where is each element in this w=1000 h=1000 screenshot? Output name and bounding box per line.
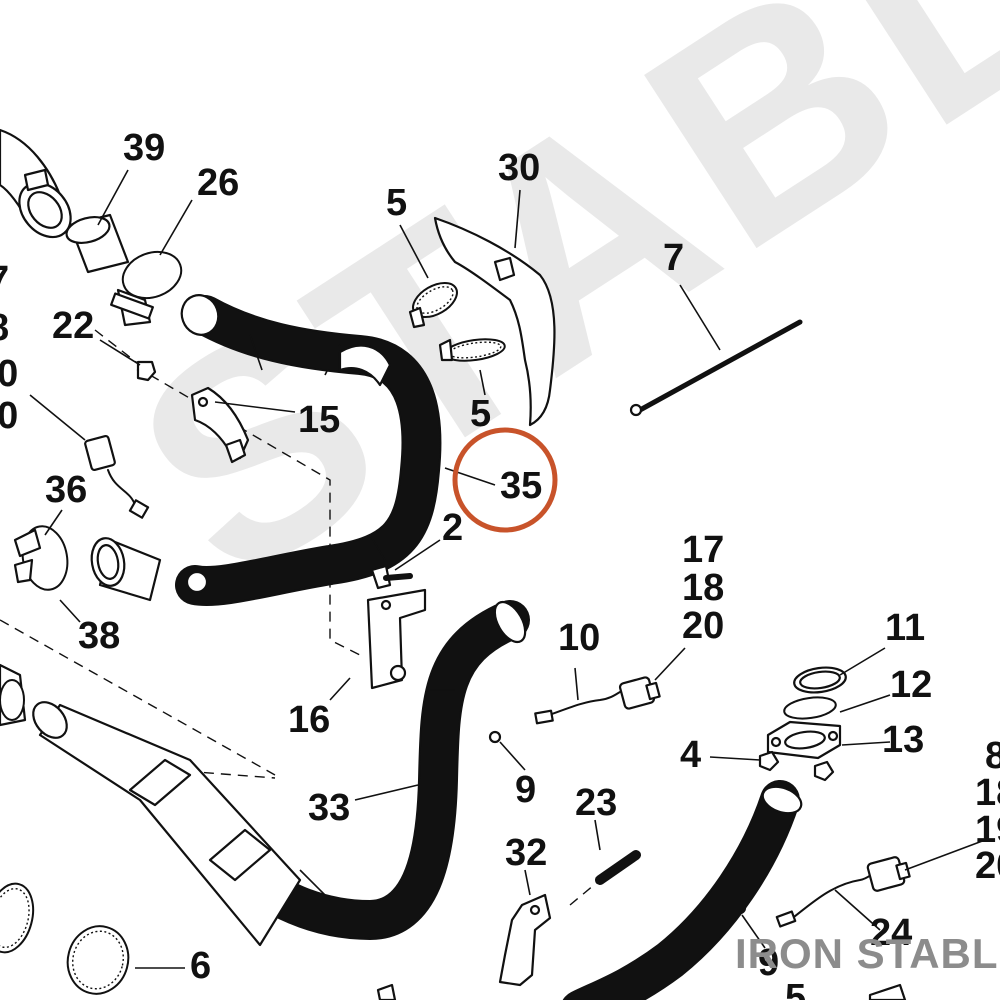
callout-18-edge: 18	[975, 772, 1000, 814]
top-left-pipe	[0, 128, 72, 239]
leader-lines	[44, 169, 986, 949]
callout-24: 24	[870, 912, 912, 954]
callout-10-edge-2: 10	[0, 395, 18, 437]
callout-18: 18	[682, 567, 724, 609]
part-7-cable-tie	[629, 319, 803, 417]
callout-30: 30	[498, 147, 540, 189]
callout-5: 5	[386, 182, 407, 224]
part-26-clamp	[110, 250, 183, 327]
left-clamp-stub	[0, 663, 27, 727]
callout-10-edge: 10	[0, 353, 18, 395]
callout-32: 32	[505, 832, 547, 874]
callout-11: 11	[885, 607, 925, 649]
part-24-sensor	[775, 856, 911, 928]
callout-17: 17	[682, 529, 724, 571]
part-22-bolt	[136, 360, 157, 382]
callout-10: 10	[558, 617, 600, 659]
part-2-bolt	[370, 564, 413, 590]
callout-5-lower: 5	[470, 393, 491, 435]
callout-22: 22	[52, 305, 94, 347]
part-23-stud	[595, 850, 641, 885]
part-6-clamps	[0, 882, 185, 995]
bottom-fragments	[376, 983, 907, 1000]
callout-35: 35	[500, 465, 542, 507]
part-39-sleeve	[65, 213, 130, 274]
callout-20-edge: 20	[975, 845, 1000, 887]
callout-36: 36	[45, 469, 87, 511]
part-12-ring	[783, 696, 837, 720]
part-11-gasket	[793, 666, 847, 694]
callout-9-lower: 9	[758, 942, 779, 984]
brand-watermark: IRON STABLE	[735, 930, 1000, 977]
part-4-nuts	[758, 750, 835, 782]
mid-pipe	[32, 701, 302, 947]
callout-7-edge: 7	[0, 259, 9, 301]
callout-4: 4	[680, 734, 701, 776]
callout-2: 2	[442, 507, 463, 549]
part-30-heat-shield	[433, 216, 556, 427]
callout-20: 20	[682, 605, 724, 647]
lower-right-pipe	[562, 780, 803, 1000]
part-32-bracket	[498, 893, 552, 987]
part-13-flange	[766, 720, 842, 760]
callout-23: 23	[575, 782, 617, 824]
callout-33: 33	[308, 787, 350, 829]
callout-38: 38	[78, 615, 120, 657]
callout-39: 39	[123, 127, 165, 169]
callout-19-edge: 19	[975, 809, 1000, 851]
part-38-sleeve	[90, 537, 162, 602]
part-36-clamp	[13, 525, 69, 591]
callout-15: 15	[298, 399, 340, 441]
part-15-bracket	[190, 386, 250, 464]
part-5-upper-clamp	[408, 281, 458, 329]
left-o2-sensor	[29, 394, 150, 519]
callout-8-left-edge: 8	[0, 307, 9, 349]
callout-8-edge: 8	[985, 735, 1000, 777]
callout-5-bottom: 5	[785, 977, 806, 1000]
part-10-sensor	[534, 676, 661, 725]
highlight-ring	[452, 427, 558, 533]
part-5-lower-clamp	[438, 338, 506, 362]
callout-9: 9	[515, 769, 536, 811]
part-16-bracket	[366, 588, 427, 690]
front-header-pipe	[175, 294, 442, 606]
callout-12: 12	[890, 664, 932, 706]
callout-labels: 39 26 5 30 7 22 15 5 35 36 2 38 16 17 18…	[0, 127, 1000, 1000]
callout-26: 26	[197, 162, 239, 204]
callout-13: 13	[882, 719, 924, 761]
callout-6: 6	[190, 945, 211, 987]
callout-7: 7	[663, 237, 684, 279]
part-33-rear-header	[210, 600, 530, 940]
callout-16: 16	[288, 699, 330, 741]
